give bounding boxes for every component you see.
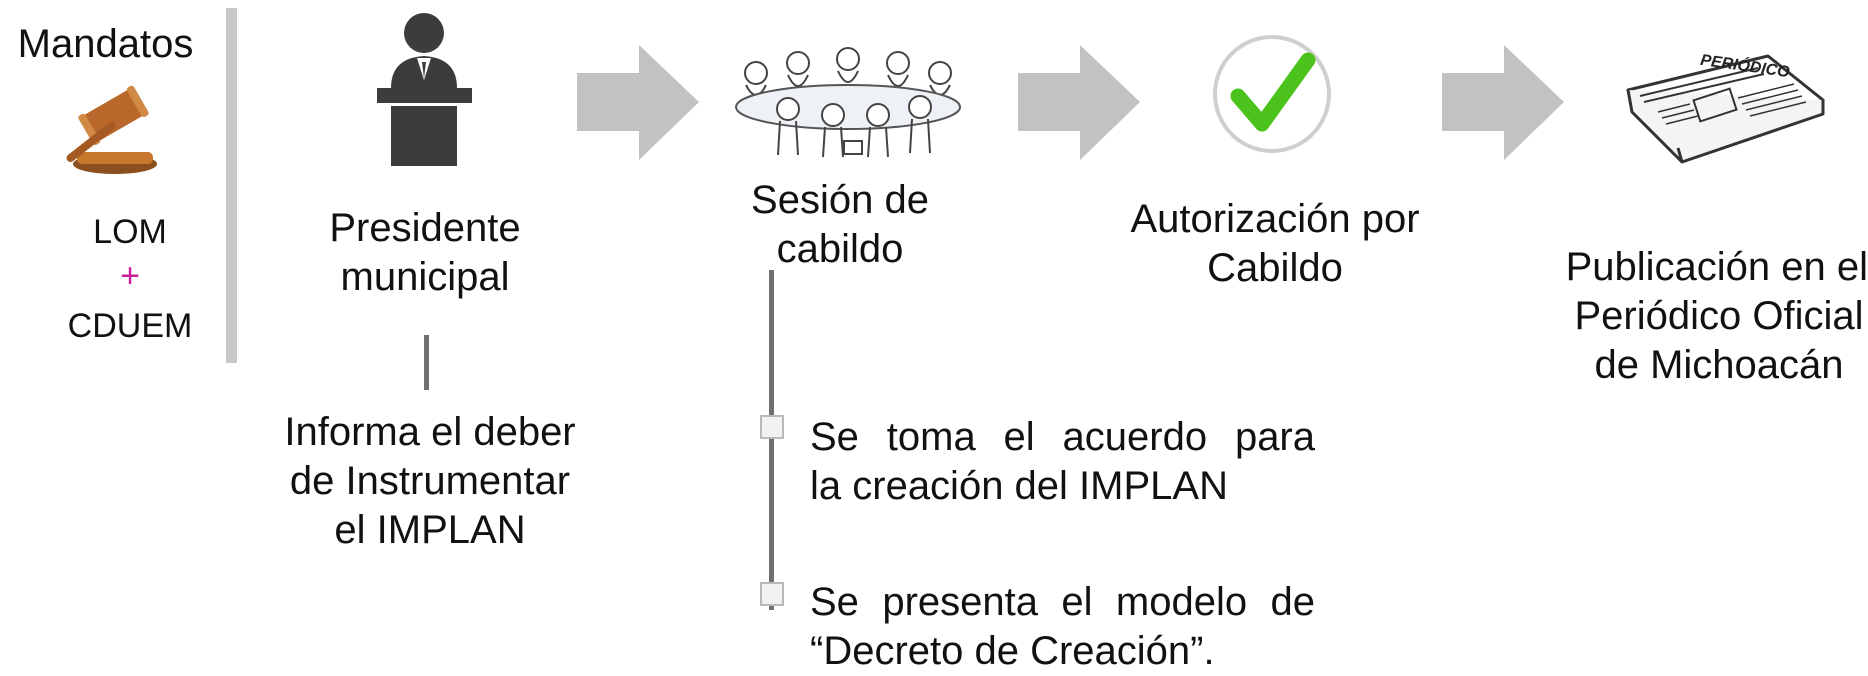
mandatos-cduem: CDUEM: [67, 307, 193, 345]
flow-arrow-3: [1442, 45, 1564, 160]
step-sesion-label: Sesión de cabildo: [751, 178, 929, 271]
bullet-square-2: [760, 582, 784, 606]
mandatos-lom: LOM: [93, 213, 167, 251]
checkmark-icon: [1213, 35, 1331, 153]
sesion-bullet-1: Se toma el acuerdo para la creación del …: [810, 415, 1315, 508]
step-autorizacion-label: Autorización por Cabildo: [1130, 197, 1420, 290]
sesion-bullet-2: Se presenta el modelo de “Decreto de Cre…: [810, 580, 1315, 673]
step-publicacion-label: Publicación en el Periódico Oficial de M…: [1565, 245, 1868, 387]
meeting-table-icon: [735, 47, 961, 158]
mandatos-plus: +: [120, 257, 140, 295]
presidente-connector: [424, 335, 429, 390]
flow-arrow-1: [577, 45, 699, 160]
sesion-connector: [769, 270, 774, 610]
flow-arrow-2: [1018, 45, 1140, 160]
presidente-note: Informa el deber de Instrumentar el IMPL…: [284, 410, 576, 552]
newspaper-icon: [1626, 54, 1825, 164]
separator-bar: [226, 8, 237, 363]
bullet-square-1: [760, 415, 784, 439]
gavel-icon: [66, 85, 157, 174]
speaker-podium-icon: [377, 13, 472, 166]
step-presidente-label: Presidente municipal: [329, 206, 521, 299]
mandatos-title: Mandatos: [17, 22, 194, 66]
